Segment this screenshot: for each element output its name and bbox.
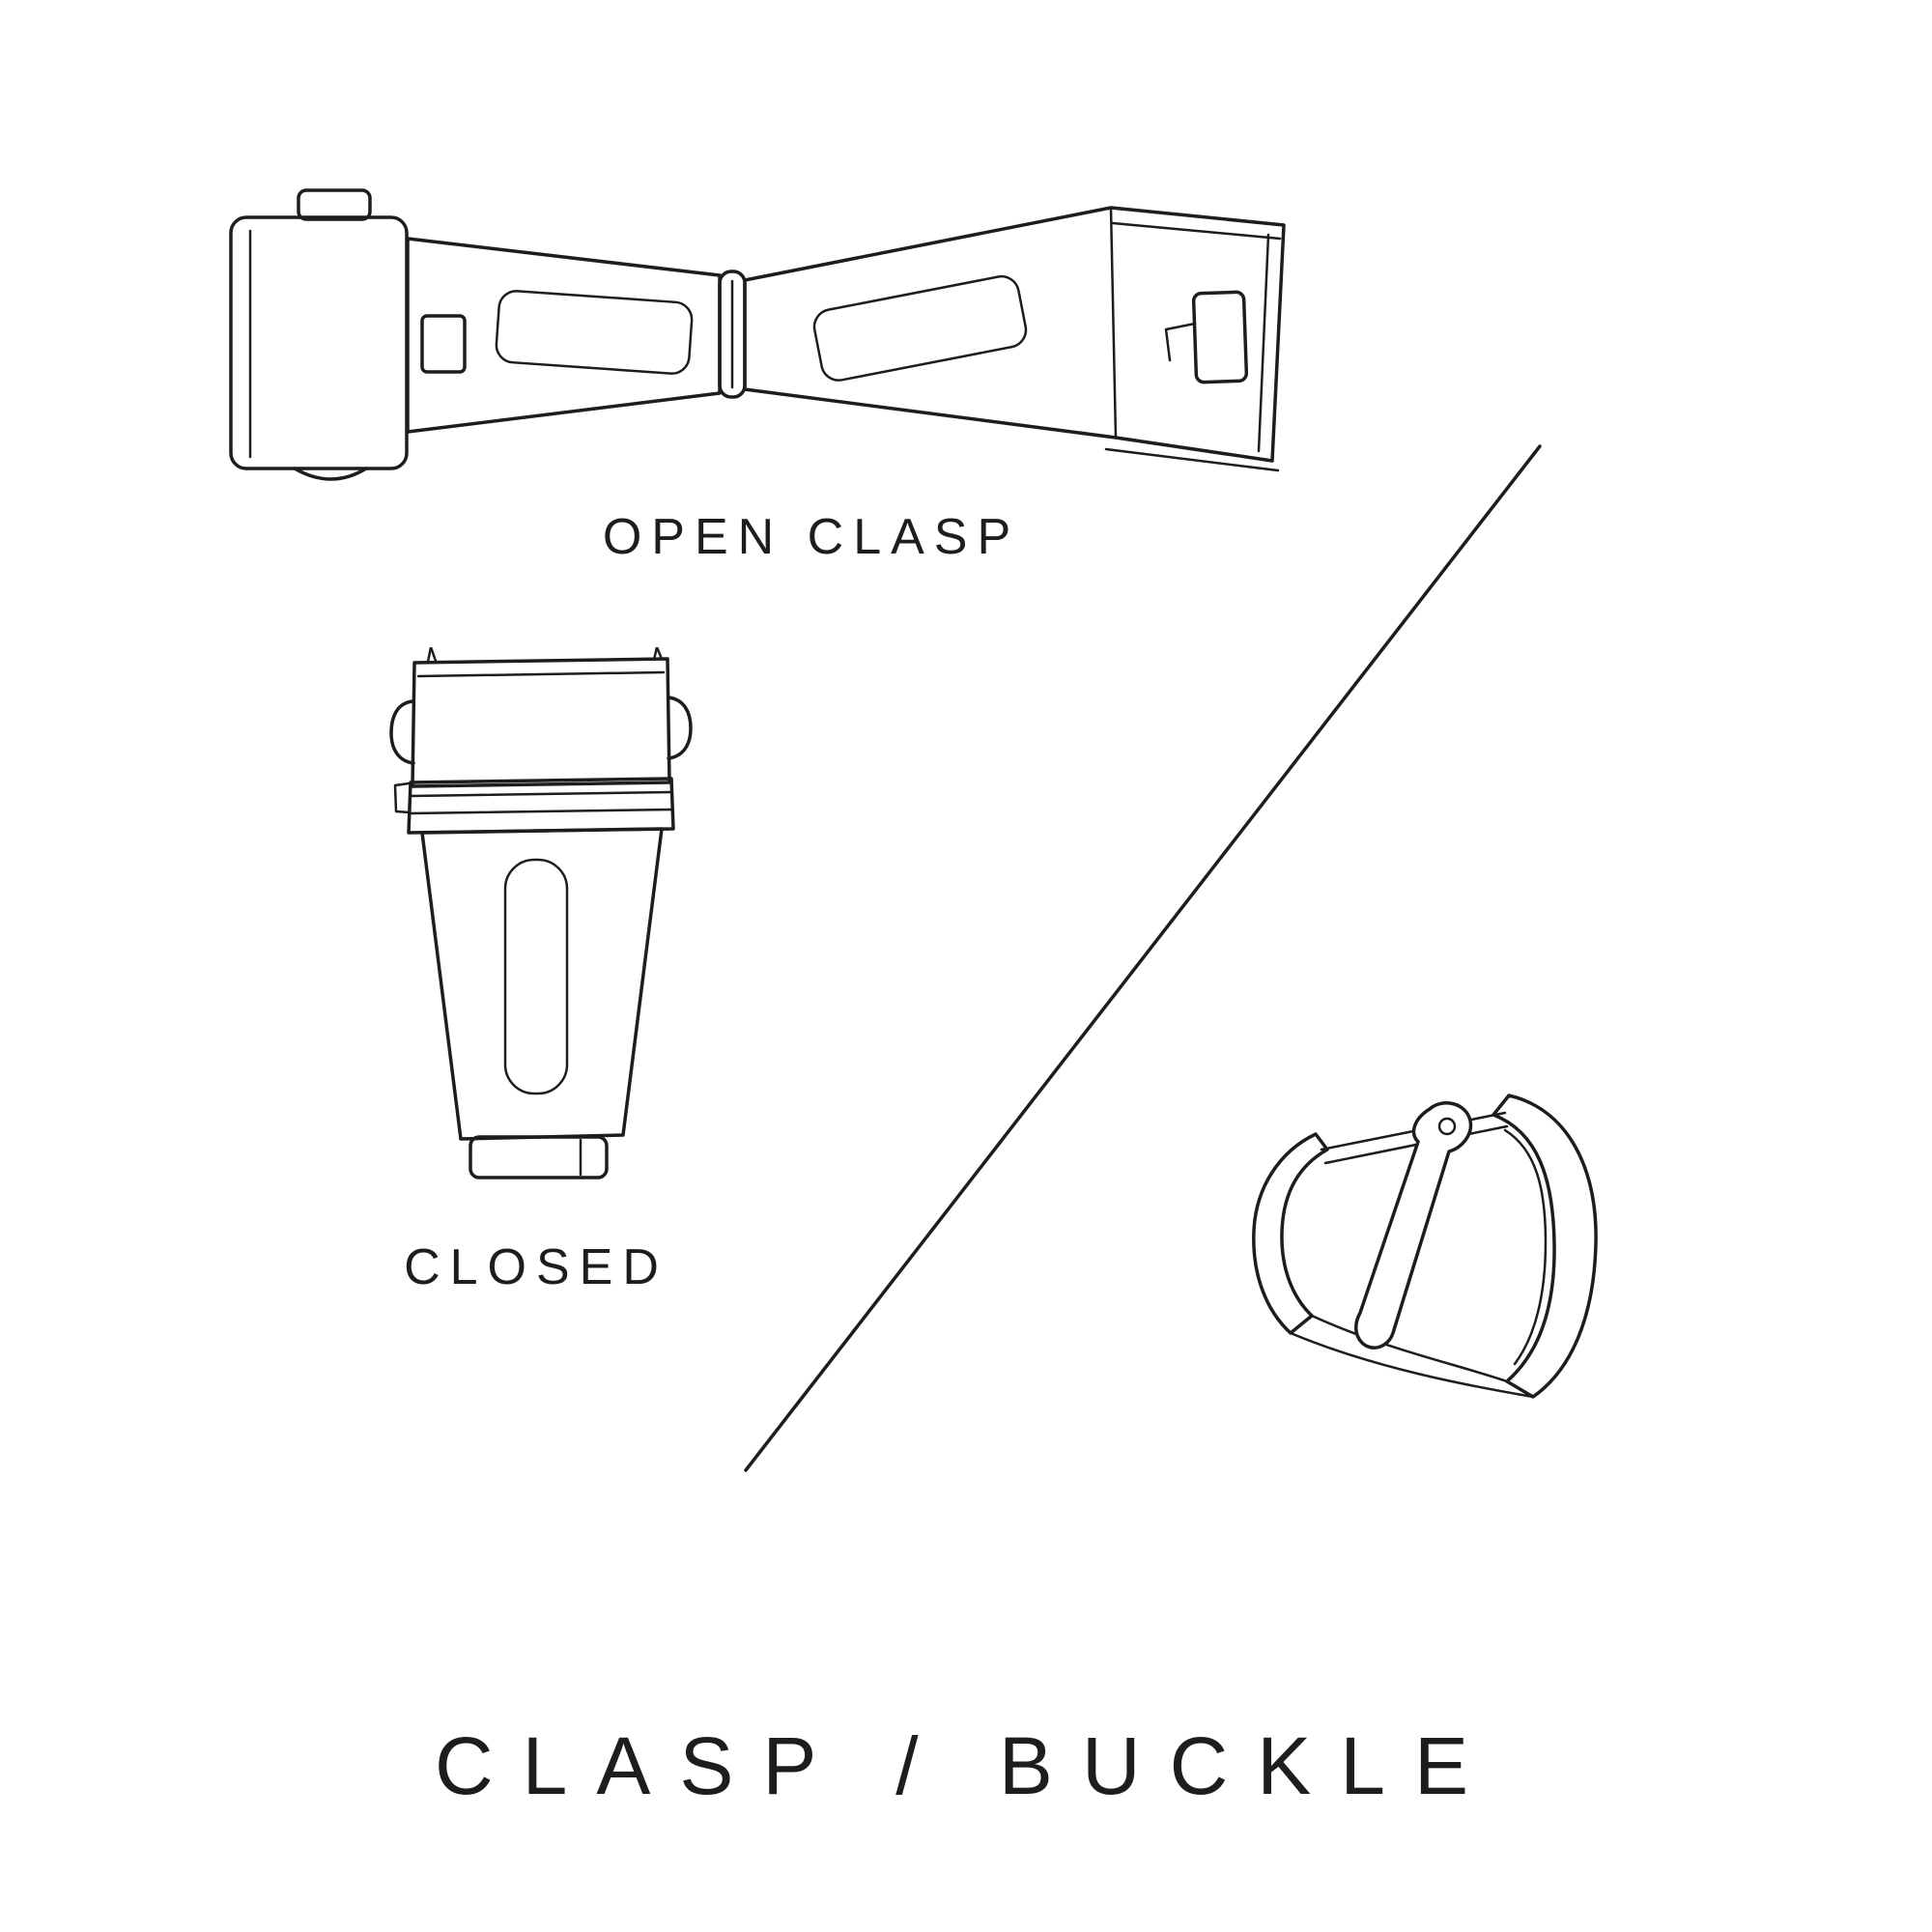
open-clasp-caption: OPEN CLASP bbox=[602, 509, 1021, 565]
closed-clasp-caption: CLOSED bbox=[404, 1239, 668, 1295]
buckle-illustration bbox=[1252, 1094, 1598, 1399]
open-clasp-illustration bbox=[229, 188, 1286, 481]
closed-clasp-illustration bbox=[389, 647, 693, 1179]
diagram-title: CLASP / BUCKLE bbox=[434, 1720, 1498, 1811]
